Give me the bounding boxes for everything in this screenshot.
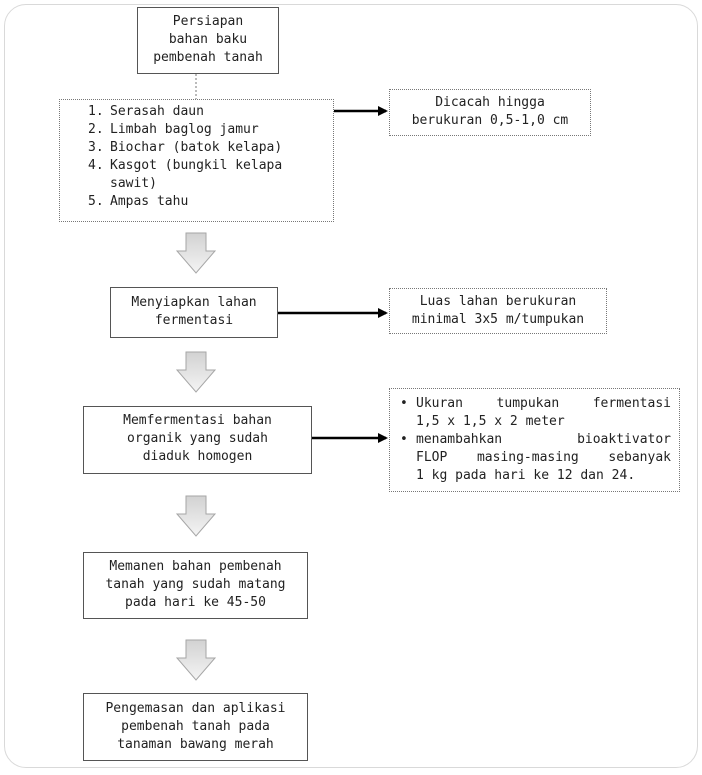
list-item-text: Kasgot (bungkil kelapa sawit) <box>110 157 282 193</box>
list-item-text: Limbah baglog jamur <box>110 122 259 137</box>
list-item-number: 3. <box>88 140 104 155</box>
list-item-number: 5. <box>88 194 104 209</box>
list-item-text: Ukuran tumpukan fermentasi 1,5 x 1,5 x 2… <box>416 395 671 431</box>
step-preparation-box: Persiapan bahan baku pembenah tanah <box>137 7 279 74</box>
note-fermentation-details: • Ukuran tumpukan fermentasi 1,5 x 1,5 x… <box>389 388 680 492</box>
fermentation-notes-list: • Ukuran tumpukan fermentasi 1,5 x 1,5 x… <box>392 395 671 485</box>
list-item-line: Kasgot (bungkil kelapa <box>110 158 283 173</box>
down-arrow-3 <box>175 495 217 537</box>
step-packaging-line: tanaman bawang merah <box>117 737 274 752</box>
list-item: • Ukuran tumpukan fermentasi 1,5 x 1,5 x… <box>392 395 671 431</box>
list-item-number: 2. <box>88 122 104 137</box>
note-line: Dicacah hingga <box>435 95 545 110</box>
step-ferment-box: Memfermentasi bahan organik yang sudah d… <box>83 406 312 474</box>
list-item-line: menambahkan bioaktivator <box>416 432 671 447</box>
list-item-number: 4. <box>88 158 104 173</box>
list-item-line: FLOP masing-masing sebanyak <box>416 450 671 465</box>
step-ferment-line: Memfermentasi bahan <box>123 413 272 428</box>
step-packaging-line: pembenah tanah pada <box>121 719 270 734</box>
step-prepare-land-line: Menyiapkan lahan <box>131 295 257 310</box>
list-item-line: sawit) <box>110 176 157 191</box>
step-prepare-land-line: fermentasi <box>154 313 234 328</box>
step-harvest-box: Memanen bahan pembenah tanah yang sudah … <box>83 552 308 619</box>
list-item-number: 1. <box>88 104 104 119</box>
step-harvest-line: tanah yang sudah matang <box>105 577 286 592</box>
list-item-line: 1 kg pada hari ke 12 dan 24. <box>416 468 636 483</box>
list-item-line: Ukuran tumpukan fermentasi <box>416 396 671 411</box>
step-preparation-line: bahan baku <box>168 32 248 47</box>
step-harvest-line: Memanen bahan pembenah <box>109 559 282 574</box>
materials-list: 1. Serasah daun 2. Limbah baglog jamur 3… <box>88 103 333 211</box>
bullet-icon: • <box>400 396 408 411</box>
down-arrow-2 <box>175 351 217 393</box>
list-item: 1. Serasah daun <box>88 103 333 121</box>
note-line: minimal 3x5 m/tumpukan <box>411 312 585 327</box>
list-item-line: 1,5 x 1,5 x 2 meter <box>416 414 565 429</box>
step-harvest-line: pada hari ke 45-50 <box>125 595 266 610</box>
step-prepare-land-box: Menyiapkan lahan fermentasi <box>110 287 278 338</box>
note-land-area: Luas lahan berukuran minimal 3x5 m/tumpu… <box>389 288 607 334</box>
list-item-text: Ampas tahu <box>110 194 189 209</box>
list-item: 3. Biochar (batok kelapa) <box>88 139 333 157</box>
note-chop-size: Dicacah hingga berukuran 0,5-1,0 cm <box>389 89 591 136</box>
materials-list-box: 1. Serasah daun 2. Limbah baglog jamur 3… <box>59 99 334 222</box>
list-item: 5. Ampas tahu <box>88 193 333 211</box>
list-item-text: Serasah daun <box>110 104 204 119</box>
step-packaging-line: Pengemasan dan aplikasi <box>105 701 286 716</box>
bullet-icon: • <box>400 432 408 447</box>
list-item: 4. Kasgot (bungkil kelapa sawit) <box>88 157 333 193</box>
list-item: • menambahkan bioaktivator FLOP masing-m… <box>392 431 671 485</box>
step-preparation-line: Persiapan <box>172 14 244 29</box>
list-item: 2. Limbah baglog jamur <box>88 121 333 139</box>
step-ferment-line: organik yang sudah <box>127 431 268 446</box>
list-item-text: Biochar (batok kelapa) <box>110 140 283 155</box>
down-arrow-1 <box>175 232 217 274</box>
step-ferment-line: diaduk homogen <box>142 449 253 464</box>
step-preparation-line: pembenah tanah <box>153 50 263 65</box>
list-item-text: menambahkan bioaktivator FLOP masing-mas… <box>416 431 671 485</box>
note-line: Luas lahan berukuran <box>419 294 577 309</box>
down-arrow-4 <box>175 639 217 681</box>
note-line: berukuran 0,5-1,0 cm <box>411 113 569 128</box>
step-packaging-box: Pengemasan dan aplikasi pembenah tanah p… <box>83 693 308 761</box>
